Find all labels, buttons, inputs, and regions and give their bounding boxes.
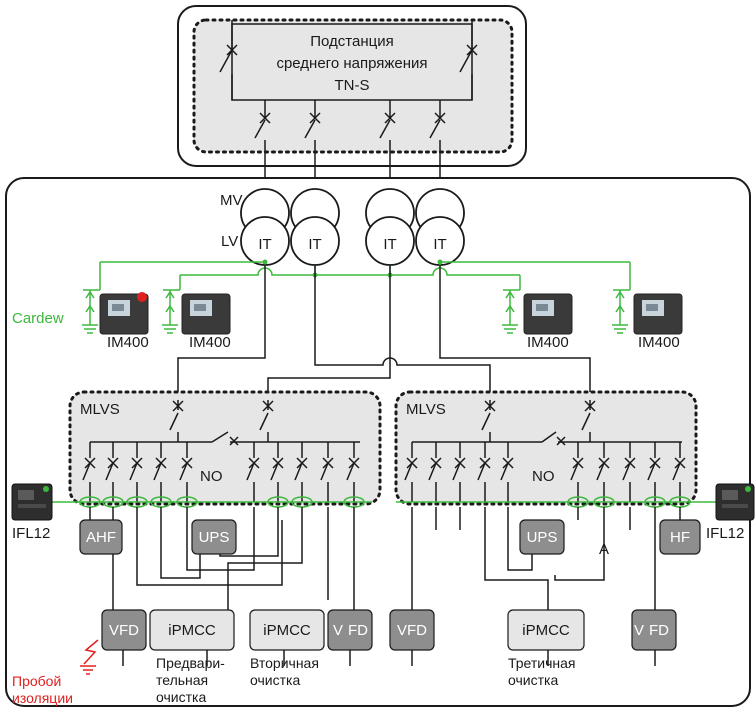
- transformer-secondary-cables: [177, 265, 591, 400]
- vfd-label-2-fd: FD: [348, 622, 368, 639]
- tertiary-treatment-line-1: Третичная: [508, 655, 576, 671]
- ahf-label: AHF: [86, 529, 116, 546]
- transformers: [240, 188, 465, 266]
- im400-device-3: [523, 293, 573, 335]
- vfd-label-4-fd: FD: [649, 622, 669, 639]
- ups-box-left: [191, 519, 237, 555]
- fault-label-line-2: изоляции: [12, 690, 73, 706]
- ups-label-left: UPS: [199, 529, 230, 546]
- vfd-label-4-v: V: [634, 622, 644, 639]
- im400-device-2: [181, 293, 231, 335]
- ipmcc-label-2: iPMCC: [263, 622, 311, 639]
- tertiary-treatment-line-2: очистка: [508, 672, 558, 688]
- ups-label-right: UPS: [527, 529, 558, 546]
- vfd-box-2: [327, 609, 373, 651]
- ifl12-device-left: [11, 483, 53, 521]
- ifl12-label-left: IFL12: [12, 525, 50, 542]
- mv-label: MV: [220, 192, 243, 209]
- hf-box: [659, 519, 701, 555]
- substation-incomer-left: [219, 20, 238, 100]
- transformer-4-it-label: IT: [433, 236, 446, 253]
- mlvs-right-switchgear: [412, 400, 682, 446]
- transformer-3-it-label: IT: [383, 236, 396, 253]
- ifl12-device-right: [715, 483, 755, 521]
- im400-label-4: IM400: [638, 334, 680, 351]
- mlvs-right-feeder-breakers: [404, 442, 686, 502]
- ipmcc-box-2: [249, 609, 325, 651]
- fault-lightning-icon: [80, 639, 99, 675]
- lv-label: LV: [221, 233, 238, 250]
- ipmcc-box-1: [149, 609, 235, 651]
- substation-title-line-1: Подстанция: [310, 33, 393, 50]
- ipmcc-box-3: [507, 609, 585, 651]
- im400-label-3: IM400: [527, 334, 569, 351]
- mlvs-right-no-label: NO: [532, 468, 555, 485]
- vfd-box-3: [389, 609, 435, 651]
- mlvs-left-zone: [68, 390, 382, 506]
- ifl12-label-right: IFL12: [706, 525, 744, 542]
- im400-label-1: IM400: [107, 334, 149, 351]
- a-label: A: [599, 541, 609, 558]
- ahf-box: [79, 519, 123, 555]
- pre-treatment-line-2: тельная: [156, 672, 208, 688]
- secondary-treatment-line-1: Вторичная: [250, 655, 319, 671]
- substation-busbar-box: [231, 23, 473, 101]
- im400-device-1: [99, 292, 149, 335]
- vfd-label-3: VFD: [397, 622, 427, 639]
- mlvs-left-label: MLVS: [80, 401, 120, 418]
- vfd-label-2-v: V: [333, 622, 343, 639]
- substation-title-line-2: среднего напряжения: [276, 55, 427, 72]
- vfd-label-1: VFD: [109, 622, 139, 639]
- ipmcc-label-1: iPMCC: [168, 622, 216, 639]
- vfd-box-1: [101, 609, 147, 651]
- pre-treatment-line-3: очистка: [156, 689, 206, 705]
- ups-box-right: [519, 519, 565, 555]
- hf-label: HF: [670, 529, 690, 546]
- fault-label-line-1: Пробой: [12, 673, 61, 689]
- mlvs-right-label: MLVS: [406, 401, 446, 418]
- mlvs-left-no-label: NO: [200, 468, 223, 485]
- mlvs-right-zone: [394, 390, 698, 506]
- im400-label-2: IM400: [189, 334, 231, 351]
- cardew-label: Cardew: [12, 310, 64, 327]
- transformer-2-it-label: IT: [308, 236, 321, 253]
- substation-title-line-3: TN-S: [335, 77, 370, 94]
- vfd-box-4: [631, 609, 677, 651]
- substation-incomer-right: [459, 20, 478, 100]
- substation-feeders: [254, 100, 446, 188]
- im400-device-4: [633, 293, 683, 335]
- mlvs-left-feeder-breakers: [82, 442, 360, 502]
- secondary-treatment-line-2: очистка: [250, 672, 300, 688]
- transformer-1-it-label: IT: [258, 236, 271, 253]
- ipmcc-label-3: iPMCC: [522, 622, 570, 639]
- pre-treatment-line-1: Предвари-: [156, 655, 225, 671]
